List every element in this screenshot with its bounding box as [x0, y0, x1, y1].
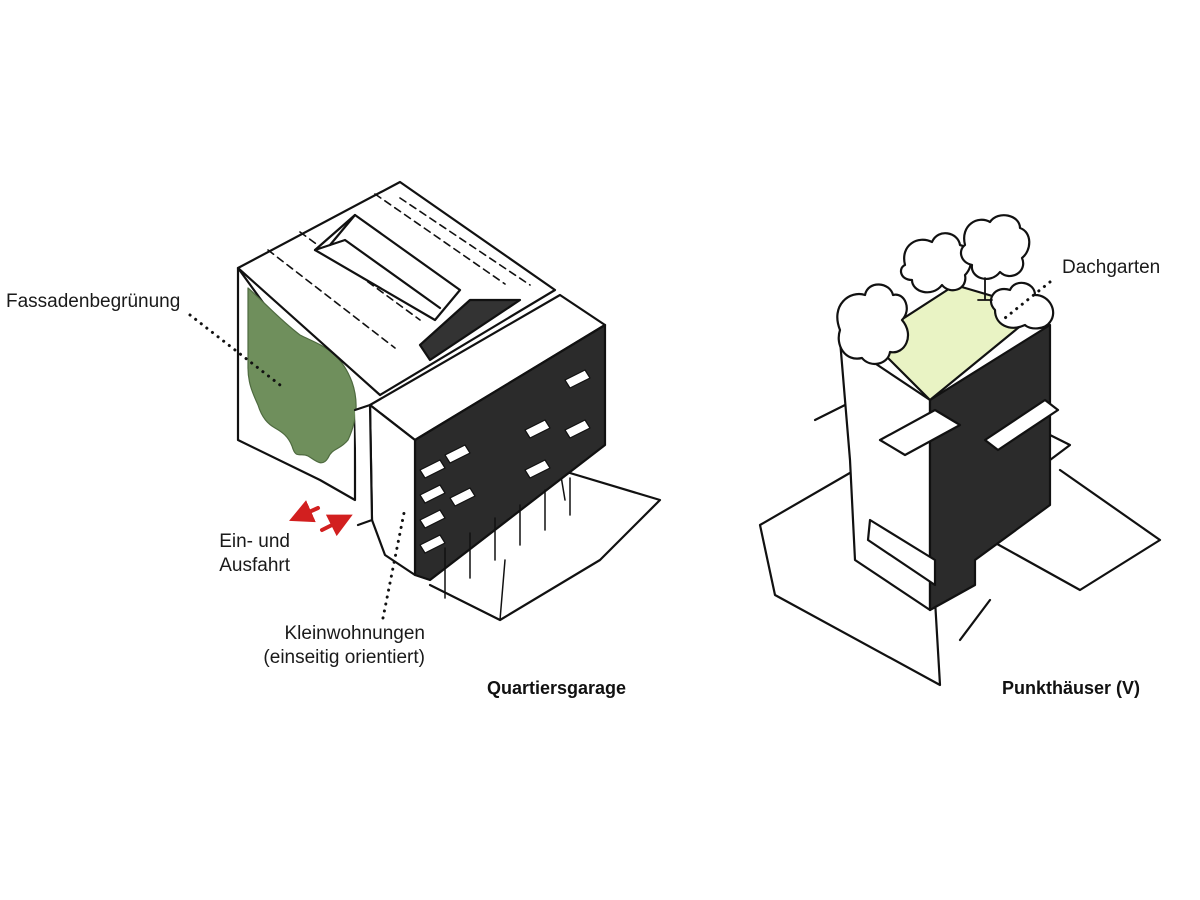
tree-right	[959, 214, 1031, 281]
roof-ramp	[313, 213, 462, 322]
tree-left	[836, 283, 909, 366]
label-dachgarten: Dachgarten	[1062, 257, 1161, 278]
label-kleinwohnungen: Kleinwohnungen	[284, 623, 425, 644]
ground-plaza	[428, 468, 662, 622]
quartiersgarage-drawing	[188, 180, 662, 622]
label-einseitig-orientiert: (einseitig orientiert)	[263, 647, 425, 668]
leader-line-roof	[1003, 280, 1052, 320]
punkthaeuser-drawing	[758, 214, 1162, 687]
label-ausfahrt: Ausfahrt	[219, 555, 290, 576]
label-ein-und: Ein- und	[219, 531, 290, 552]
tower-dark-face	[928, 323, 1052, 612]
facade-green-area	[247, 287, 357, 464]
leader-lines-garage	[188, 313, 407, 620]
ground-columns	[444, 477, 571, 599]
dark-facade-windows	[419, 369, 591, 554]
label-fassadenbegruenung: Fassadenbegrünung	[6, 291, 181, 312]
title-punkthaeuser: Punkthäuser (V)	[1002, 678, 1141, 698]
entrance-arrows	[289, 500, 353, 537]
title-quartiersgarage: Quartiersgarage	[487, 678, 627, 698]
tree-center	[899, 232, 973, 294]
